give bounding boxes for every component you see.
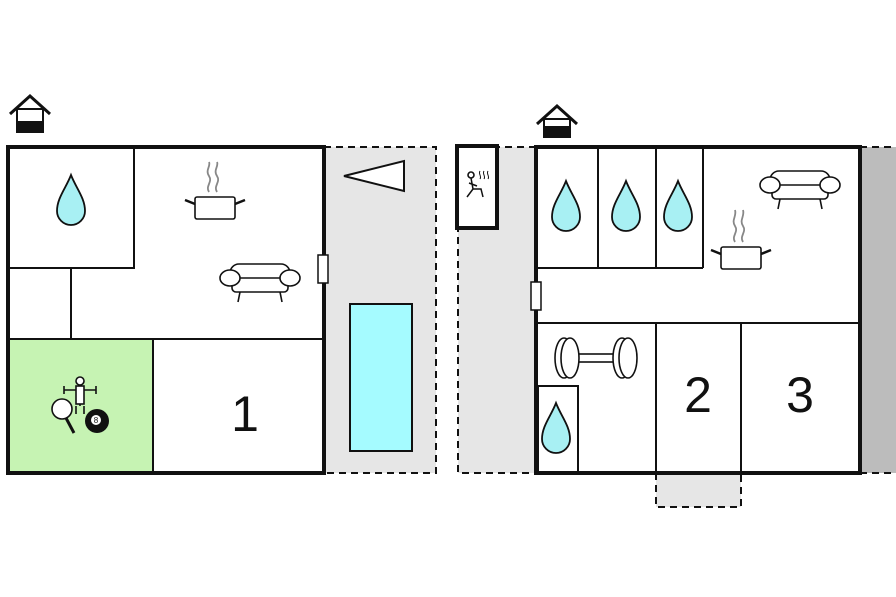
terrace-outline bbox=[324, 146, 437, 474]
room-number-label: 3 bbox=[786, 367, 814, 423]
water-drop-icon bbox=[611, 178, 641, 232]
door-icon bbox=[317, 254, 329, 284]
cooking-pot-icon bbox=[184, 161, 246, 220]
room-number-label: 2 bbox=[684, 367, 712, 423]
side-strip-outline bbox=[860, 146, 896, 474]
table-football-icon bbox=[63, 376, 97, 414]
pool bbox=[349, 303, 413, 452]
room-number-label: 1 bbox=[231, 386, 259, 442]
house-entrance-icon bbox=[8, 93, 52, 133]
dumbbell-icon bbox=[554, 337, 638, 379]
sofa-icon bbox=[219, 263, 301, 303]
stair-outline bbox=[655, 473, 742, 508]
ground-inner-walls bbox=[8, 147, 322, 473]
stair-area bbox=[656, 473, 741, 507]
terrace-marker-icon bbox=[343, 159, 405, 193]
sauna-room bbox=[455, 144, 499, 230]
water-drop-icon bbox=[541, 400, 571, 454]
ground-outer-wall bbox=[6, 145, 326, 475]
first-inner-walls bbox=[536, 147, 858, 473]
table-tennis-icon bbox=[51, 398, 76, 434]
svg-text:8: 8 bbox=[94, 416, 99, 425]
water-drop-icon bbox=[663, 178, 693, 232]
water-drop-icon bbox=[56, 172, 86, 226]
sauna-icon bbox=[466, 170, 490, 198]
sofa-icon bbox=[759, 170, 841, 210]
side-strip bbox=[860, 147, 896, 473]
billiard-ball-icon: 8 bbox=[85, 409, 109, 433]
house-entrance-icon bbox=[535, 103, 579, 138]
cooking-pot-icon bbox=[710, 209, 772, 270]
first-floor: 2 3 bbox=[455, 103, 896, 508]
games-room bbox=[8, 339, 154, 473]
door-icon bbox=[530, 281, 542, 311]
ground-floor: 1 8 bbox=[6, 93, 437, 475]
water-drop-icon bbox=[551, 178, 581, 232]
